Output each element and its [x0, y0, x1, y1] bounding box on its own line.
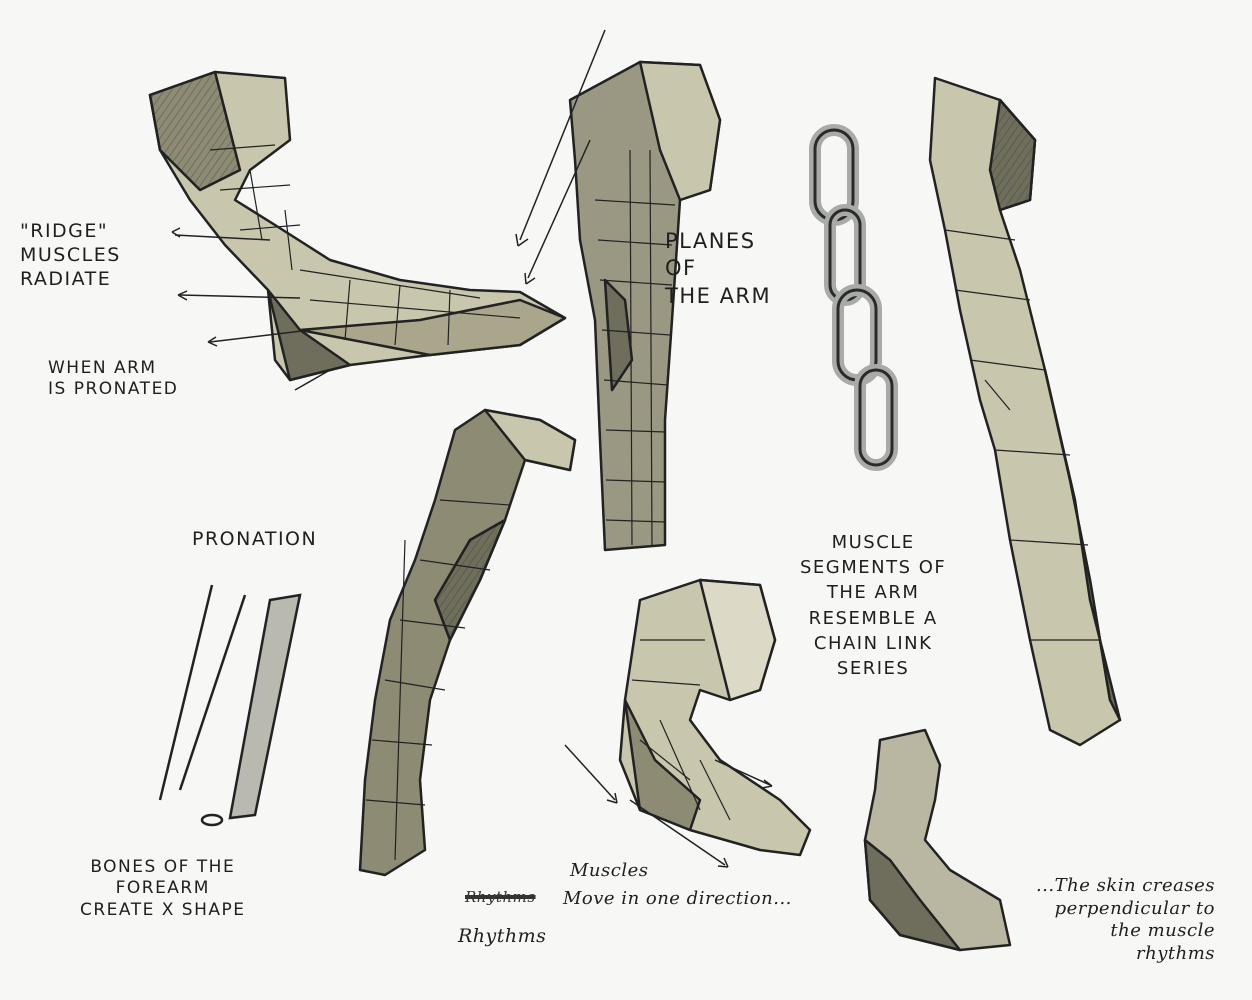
- pronated-arm-drawing: [150, 72, 565, 390]
- pronated-label: WHEN ARM IS PRONATED: [48, 358, 178, 401]
- rhythms-label: Rhythms: [458, 925, 546, 949]
- chain-link-drawing: [815, 130, 892, 465]
- struck-word: Rhythms: [465, 888, 536, 907]
- ridge-muscles-label: "RIDGE" MUSCLES RADIATE: [20, 220, 121, 291]
- side-arm-drawing: [930, 78, 1120, 745]
- planes-of-arm-label: PLANES OF THE ARM: [665, 228, 771, 310]
- skin-creases-label: ...The skin creases perpendicular to the…: [955, 875, 1215, 965]
- muscles-label: Muscles: [570, 860, 649, 883]
- flexed-arm-drawing: [565, 580, 810, 867]
- pronation-bones-drawing: [160, 585, 300, 825]
- pronation-label: PRONATION: [192, 528, 317, 552]
- muscles-move-label: Move in one direction...: [563, 888, 792, 911]
- chain-link-label: MUSCLE SEGMENTS OF THE ARM RESEMBLE A CH…: [800, 530, 946, 681]
- bones-x-shape-label: BONES OF THE FOREARM CREATE X SHAPE: [80, 857, 246, 921]
- hanging-arm-drawing: [360, 410, 575, 875]
